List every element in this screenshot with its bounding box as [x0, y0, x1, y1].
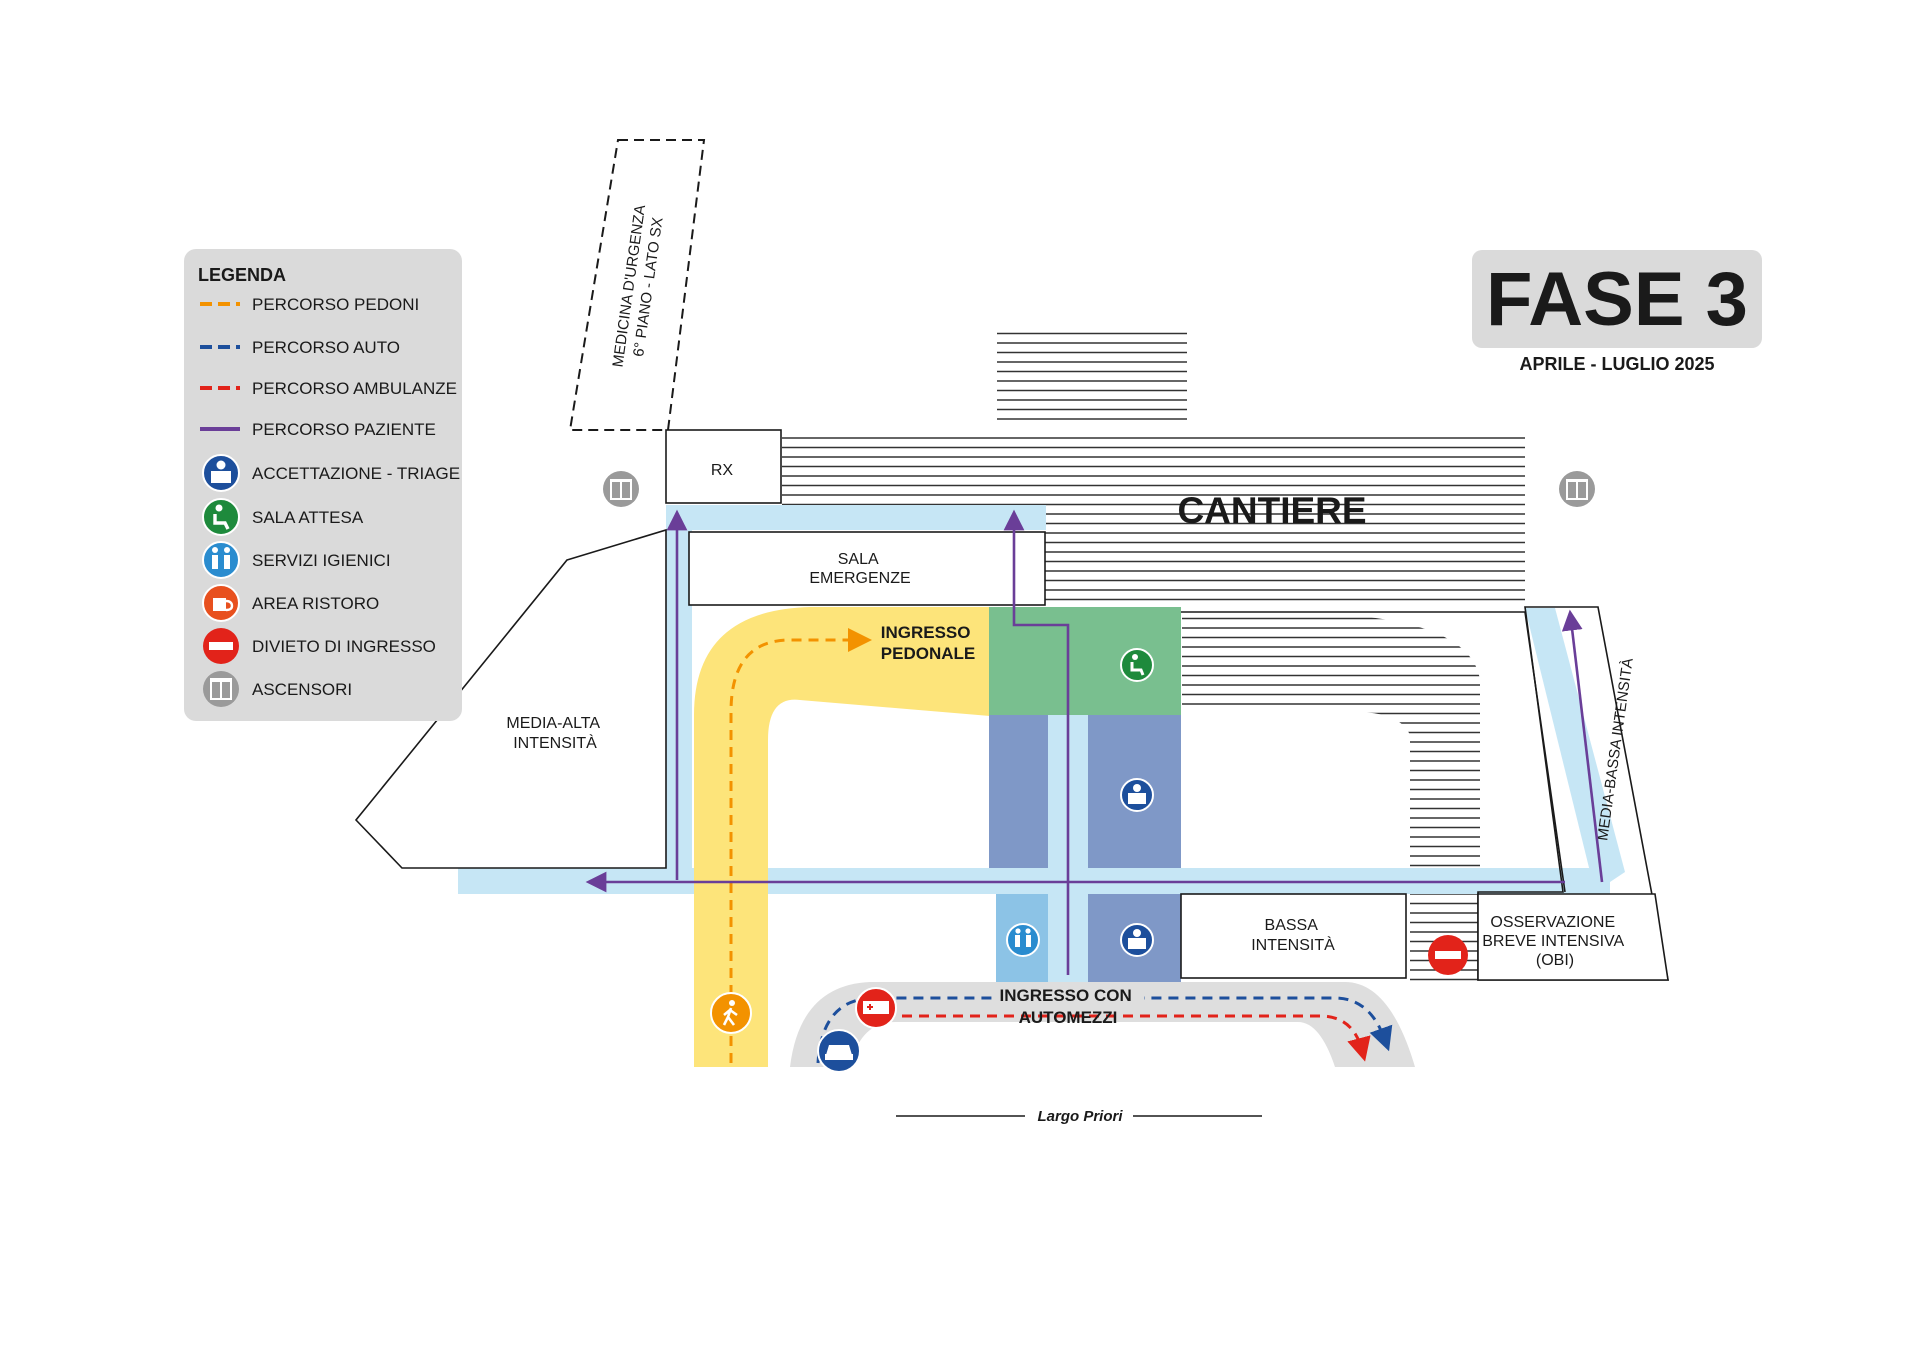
car-icon: [817, 1029, 861, 1073]
street-label: Largo Priori: [1037, 1108, 1123, 1125]
triage-area-left: [989, 715, 1048, 868]
svg-text:INGRESSO PEDONALE: INGRESSO PEDONALE: [881, 623, 975, 663]
legend-item-label: PERCORSO PAZIENTE: [252, 420, 436, 439]
car-route: [816, 996, 1393, 1064]
svg-text:MEDICINA D'URGENZA 6° PI: MEDICINA D'URGENZA 6° PIANO - LATO SX: [610, 200, 669, 370]
ambulance-route: [885, 1014, 1371, 1062]
ingresso-automezzi-line2: AUTOMEZZI: [1019, 1008, 1118, 1027]
legend-item-label: PERCORSO PEDONI: [252, 295, 419, 314]
coffee-cup-icon: [202, 584, 240, 622]
ingresso-pedonale-line1: INGRESSO: [881, 623, 971, 642]
media-alta-area: [354, 528, 667, 869]
media-alta-line1: MEDIA-ALTA: [506, 715, 600, 732]
legend-item-label: ASCENSORI: [252, 680, 352, 699]
bassa-line1: BASSA: [1265, 917, 1319, 934]
restroom-icon: [1006, 923, 1040, 957]
sala-emergenze-line1: SALA: [838, 551, 879, 568]
waiting-seat-icon: [202, 498, 240, 536]
ingresso-pedonale-line2: PEDONALE: [881, 644, 975, 663]
bassa-intensita-room: [1180, 893, 1407, 979]
bassa-line2: INTENSITÀ: [1251, 935, 1335, 954]
svg-text:INGRESSO CON AUTOMEZZI: INGRESSO CON AUTOMEZZI: [1000, 986, 1137, 1027]
pedestrian-zone: [694, 607, 990, 1067]
svg-text:MEDIA-ALTA INTENSITÀ: MEDIA-ALTA INTENSITÀ: [506, 715, 603, 752]
svg-text:BASSA INTENSITÀ: BASSA INTENSITÀ: [1251, 917, 1335, 954]
patient-route: [585, 509, 1604, 975]
pedestrian-route: [729, 628, 872, 1063]
obi-line3: (OBI): [1536, 952, 1574, 969]
media-bassa-label: MEDIA-BASSA INTENSITÀ: [1594, 657, 1636, 842]
phase-title-box: [1472, 250, 1762, 348]
legend-item-label: AREA RISTORO: [252, 594, 379, 613]
rx-room: [665, 429, 782, 504]
elevator-icon: [603, 471, 639, 507]
waiting-seat-icon: [1120, 648, 1154, 682]
legend: LEGENDA PERCORSO PEDONI PERCORSO AUTO PE…: [184, 249, 462, 721]
legend-item-label: PERCORSO AUTO: [252, 338, 400, 357]
legend-item-label: DIVIETO DI INGRESSO: [252, 637, 436, 656]
no-entry-icon: [1428, 935, 1468, 975]
legend-heading: LEGENDA: [198, 265, 286, 285]
sala-emergenze-room: [688, 531, 1046, 606]
legend-item-label: ACCETTAZIONE - TRIAGE: [252, 464, 460, 483]
phase-title: FASE 3: [1486, 257, 1748, 342]
medicina-urgenza-area: MEDICINA D'URGENZA 6° PIANO - LATO SX: [568, 139, 706, 431]
triage-desk-icon: [1120, 923, 1154, 957]
obi-room: [1477, 893, 1669, 981]
elevator-icon: [203, 671, 239, 707]
ingresso-automezzi-line1: INGRESSO CON: [1000, 986, 1132, 1005]
phase-period: APRILE - LUGLIO 2025: [1519, 354, 1714, 374]
legend-item-label: PERCORSO AMBULANZE: [252, 379, 457, 398]
restroom-icon: [202, 541, 240, 579]
ambulance-icon: [855, 987, 897, 1029]
triage-desk-icon: [202, 454, 240, 492]
svg-text:OSSERVAZIONE BREVE INTENSI: OSSERVAZIONE BREVE INTENSIVA (OBI): [1482, 914, 1628, 969]
elevator-icon: [1559, 471, 1595, 507]
vehicle-road: [790, 982, 1415, 1067]
triage-desk-icon: [1120, 778, 1154, 812]
sala-emergenze-line2: EMERGENZE: [809, 570, 910, 587]
obi-line2: BREVE INTENSIVA: [1482, 933, 1624, 950]
no-entry-icon: [203, 628, 239, 664]
legend-item-label: SERVIZI IGIENICI: [252, 551, 391, 570]
obi-line1: OSSERVAZIONE: [1490, 914, 1615, 931]
media-alta-line2: INTENSITÀ: [513, 733, 597, 752]
cantiere-label: CANTIERE: [1177, 490, 1366, 531]
legend-item-label: SALA ATTESA: [252, 508, 364, 527]
pedestrian-icon: [710, 992, 752, 1034]
rx-label: RX: [711, 462, 734, 479]
svg-text:SALA EMERGENZE: SALA EMERGENZE: [809, 551, 910, 587]
